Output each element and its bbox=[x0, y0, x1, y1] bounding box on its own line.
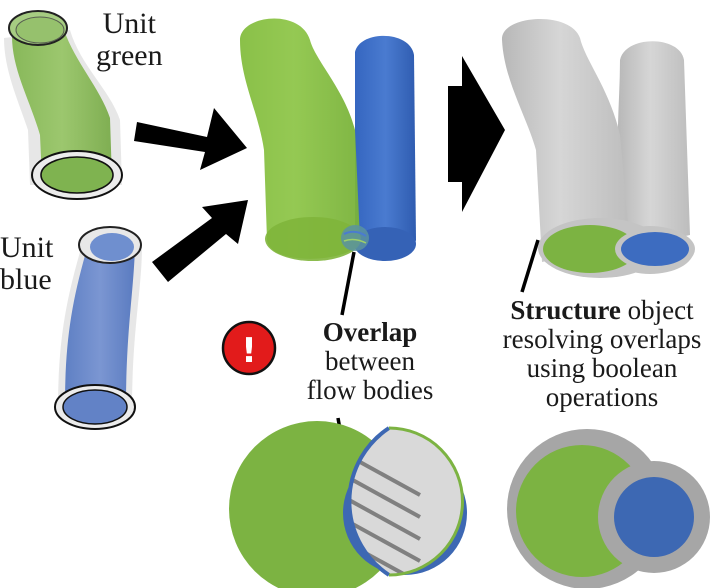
label-structure: Structure object resolving overlaps usin… bbox=[484, 295, 720, 413]
arrow-merged-to-structure bbox=[448, 56, 505, 212]
label-overlap-line3: flow bodies bbox=[306, 375, 434, 406]
overlap-venn bbox=[229, 421, 467, 588]
warning-icon: ! bbox=[221, 320, 277, 376]
unit-green-tube bbox=[4, 10, 123, 200]
structure-blue-section bbox=[621, 232, 689, 266]
unit-blue-body bbox=[65, 245, 135, 405]
label-unit-green: Unit green bbox=[96, 7, 163, 73]
overlapping-flow-bodies bbox=[240, 18, 416, 261]
overlap-marker bbox=[341, 225, 369, 251]
overlap-hatched-region bbox=[347, 426, 464, 577]
label-structure-line3: using boolean bbox=[526, 353, 678, 384]
structure-green-branch bbox=[501, 19, 630, 262]
label-overlap-bold: Overlap bbox=[322, 317, 418, 347]
label-unit-blue-line2: blue bbox=[0, 263, 52, 297]
label-structure-line1-rest: object bbox=[620, 295, 694, 325]
label-overlap-line2: between bbox=[325, 346, 415, 377]
overlap-leader-top bbox=[340, 251, 356, 316]
resolved-structure-section bbox=[507, 429, 710, 588]
label-structure-line4: operations bbox=[545, 382, 659, 413]
merged-green-body bbox=[240, 18, 360, 259]
unit-green-body bbox=[12, 30, 112, 180]
label-unit-blue: Unit blue bbox=[0, 231, 54, 297]
label-structure-bold: Structure bbox=[510, 295, 621, 325]
structure-green-section bbox=[543, 225, 637, 273]
label-overlap: Overlap between flow bodies bbox=[270, 317, 470, 406]
unit-blue-tube bbox=[54, 226, 142, 430]
label-structure-line2: resolving overlaps bbox=[502, 324, 702, 355]
arrow-blue-to-merged bbox=[152, 200, 248, 282]
structure-object bbox=[501, 19, 695, 278]
label-unit-blue-line1: Unit bbox=[0, 231, 54, 264]
arrow-green-to-merged bbox=[134, 108, 247, 170]
structure-blue-branch bbox=[617, 41, 690, 250]
merged-blue-body bbox=[355, 35, 416, 258]
label-unit-green-line1: Unit bbox=[102, 7, 156, 40]
svg-text:!: ! bbox=[241, 331, 257, 371]
structure-leader bbox=[520, 239, 540, 293]
resolved-blue-circle bbox=[614, 477, 694, 557]
label-unit-green-line2: green bbox=[96, 39, 163, 73]
